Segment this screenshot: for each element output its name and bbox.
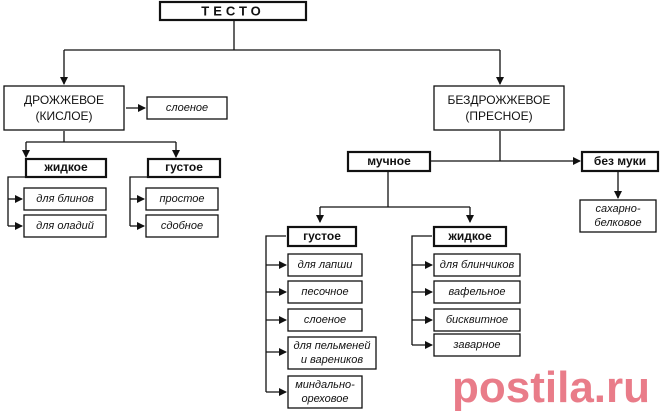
- node-no-flour-label: без муки: [594, 154, 646, 168]
- node-flour-liquid-item: бисквитное: [433, 308, 521, 332]
- node-yeast-puff: слоеное: [146, 96, 228, 120]
- node-flour-thick-label: густое: [303, 229, 341, 243]
- node-flour-liquid-item-label: для блинчиков: [440, 259, 515, 271]
- node-yeastless-label-line2: (ПРЕСНОЕ): [465, 109, 532, 123]
- node-flour-thick-item: песочное: [287, 280, 363, 304]
- node-yeast: ДРОЖЖЕВОЕ (КИСЛОЕ): [3, 85, 125, 131]
- node-yeast-thick-item: сдобное: [145, 214, 219, 238]
- node-yeast-liquid-label: жидкое: [43, 160, 88, 174]
- node-yeast-label-line2: (КИСЛОЕ): [35, 109, 92, 123]
- node-yeast-thick-item-label: простое: [159, 193, 204, 205]
- node-flour-liquid-label: жидкое: [447, 229, 492, 243]
- node-yeast-liquid: жидкое: [24, 157, 108, 179]
- node-flour-thick-item-label: для лапши: [298, 259, 353, 271]
- watermark: postila.ru: [452, 363, 650, 411]
- node-flour-thick-item-line1: миндально-: [295, 379, 355, 391]
- node-yeast-thick: густое: [146, 157, 222, 179]
- node-flour-thick: густое: [286, 225, 358, 248]
- node-no-flour-item-line2: белковое: [594, 217, 641, 229]
- node-yeast-thick-label: густое: [165, 160, 203, 174]
- node-flour-liquid-item-label: вафельное: [449, 286, 506, 298]
- node-yeastless-label-line1: БЕЗДРОЖЖЕВОЕ: [448, 93, 551, 107]
- node-yeast-liquid-item: для блинов: [23, 187, 107, 211]
- node-flour-liquid-item-label: заварное: [452, 339, 500, 351]
- node-yeast-thick-item: простое: [145, 187, 219, 211]
- node-flour: мучное: [346, 150, 432, 173]
- node-flour-thick-item-line2: ореховое: [301, 393, 348, 405]
- node-flour-thick-item: миндально- ореховое: [287, 375, 363, 409]
- node-flour-liquid-item-label: бисквитное: [446, 314, 508, 326]
- node-yeast-thick-item-label: сдобное: [161, 220, 203, 232]
- node-yeast-liquid-item-label: для блинов: [36, 193, 94, 205]
- node-no-flour: без муки: [580, 150, 660, 173]
- node-no-flour-item-line1: сахарно-: [595, 203, 640, 215]
- connectors: [7, 20, 622, 396]
- node-flour-thick-item-label: песочное: [301, 286, 348, 298]
- node-flour-liquid-item: вафельное: [433, 280, 521, 304]
- node-yeast-label-line1: ДРОЖЖЕВОЕ: [24, 93, 104, 107]
- node-yeastless: БЕЗДРОЖЖЕВОЕ (ПРЕСНОЕ): [433, 85, 565, 131]
- node-flour-thick-item-line2: и вареников: [301, 354, 364, 366]
- node-dough-label: ТЕСТО: [201, 3, 264, 18]
- node-yeast-liquid-item: для оладий: [23, 214, 107, 238]
- node-flour-thick-item-line1: для пельменей: [294, 340, 371, 352]
- node-no-flour-item: сахарно- белковое: [579, 199, 657, 233]
- node-flour-thick-item: для пельменей и вареников: [287, 336, 377, 370]
- node-yeast-puff-label: слоеное: [166, 102, 208, 114]
- node-flour-thick-item: для лапши: [287, 253, 363, 277]
- node-flour-thick-item: слоеное: [287, 308, 363, 332]
- node-flour-liquid: жидкое: [432, 225, 508, 248]
- node-flour-liquid-item: для блинчиков: [433, 253, 521, 277]
- node-dough: ТЕСТО: [158, 0, 308, 22]
- node-flour-label: мучное: [367, 154, 411, 168]
- node-flour-thick-item-label: слоеное: [304, 314, 346, 326]
- node-yeast-liquid-item-label: для оладий: [36, 220, 94, 232]
- node-flour-liquid-item: заварное: [433, 333, 521, 357]
